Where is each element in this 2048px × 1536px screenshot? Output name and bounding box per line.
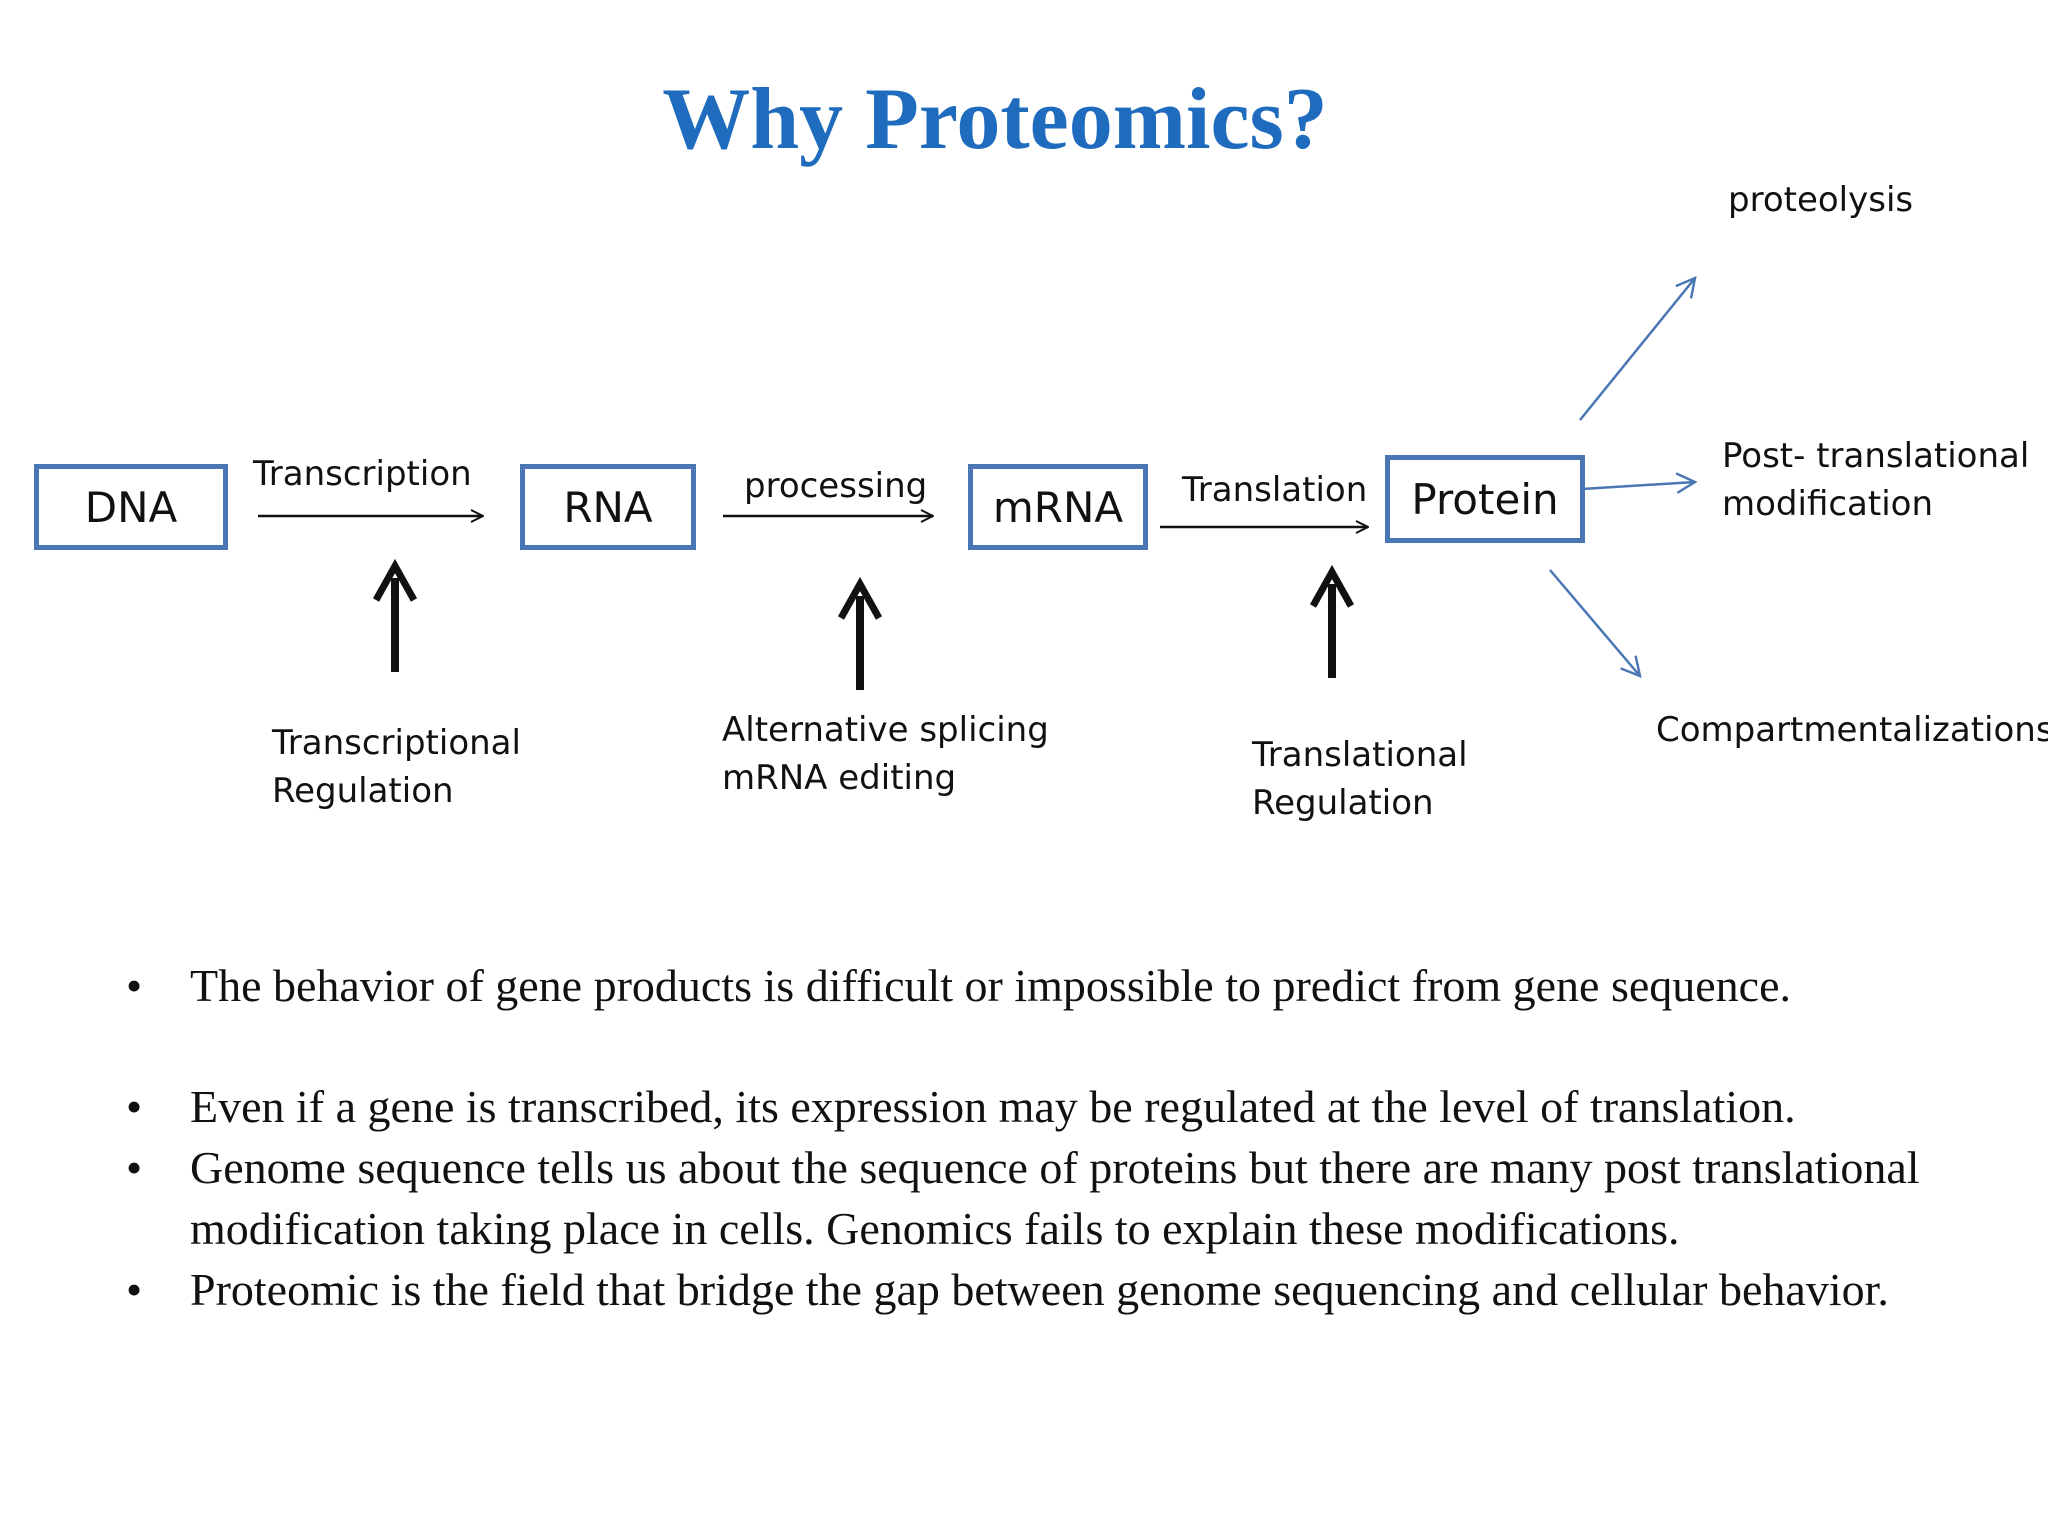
processing-label: processing (744, 466, 928, 506)
bullet-item: •Proteomic is the field that bridge the … (118, 1259, 1998, 1320)
mrna-box: mRNA (968, 464, 1148, 550)
transcription-label: Transcription (253, 454, 472, 494)
translation-label: Translation (1182, 470, 1368, 510)
transcriptional-regulation-label: Transcriptional Regulation (272, 723, 521, 811)
dna-label: DNA (84, 482, 178, 532)
splicing-regulation-label: Alternative splicing mRNA editing (722, 710, 1049, 798)
bullet-item: •Genome sequence tells us about the sequ… (118, 1137, 1998, 1259)
bullet-item: •The behavior of gene products is diffic… (118, 955, 1998, 1016)
mrna-label: mRNA (992, 482, 1124, 532)
proteolysis-label: proteolysis (1728, 180, 1914, 220)
rna-box: RNA (520, 464, 696, 550)
translational-regulation-arrow (1309, 564, 1355, 678)
ptm-arrow (1581, 482, 1695, 489)
compartment-label: Compartmentalizations (1656, 710, 2048, 750)
transcriptional-regulation-arrow (372, 558, 418, 672)
protein-label: Protein (1411, 474, 1559, 524)
proteolysis-arrow (1579, 278, 1695, 421)
bullet-dot: • (126, 1264, 143, 1315)
dna-box: DNA (34, 464, 228, 550)
bullet-dot: • (126, 960, 143, 1011)
bullet-list: •The behavior of gene products is diffic… (118, 955, 1998, 1320)
page-title: Why Proteomics? (662, 71, 1328, 168)
rna-label: RNA (563, 482, 653, 532)
bullet-item: •Even if a gene is transcribed, its expr… (118, 1076, 1998, 1137)
bullet-dot: • (126, 1142, 143, 1193)
bullet-dot: • (126, 1081, 143, 1132)
protein-box: Protein (1385, 455, 1585, 543)
compartment-arrow (1549, 569, 1640, 676)
splicing-regulation-arrow (837, 576, 883, 690)
translational-regulation-label: Translational Regulation (1252, 735, 1468, 823)
ptm-label: Post- translational modification (1722, 436, 2030, 524)
